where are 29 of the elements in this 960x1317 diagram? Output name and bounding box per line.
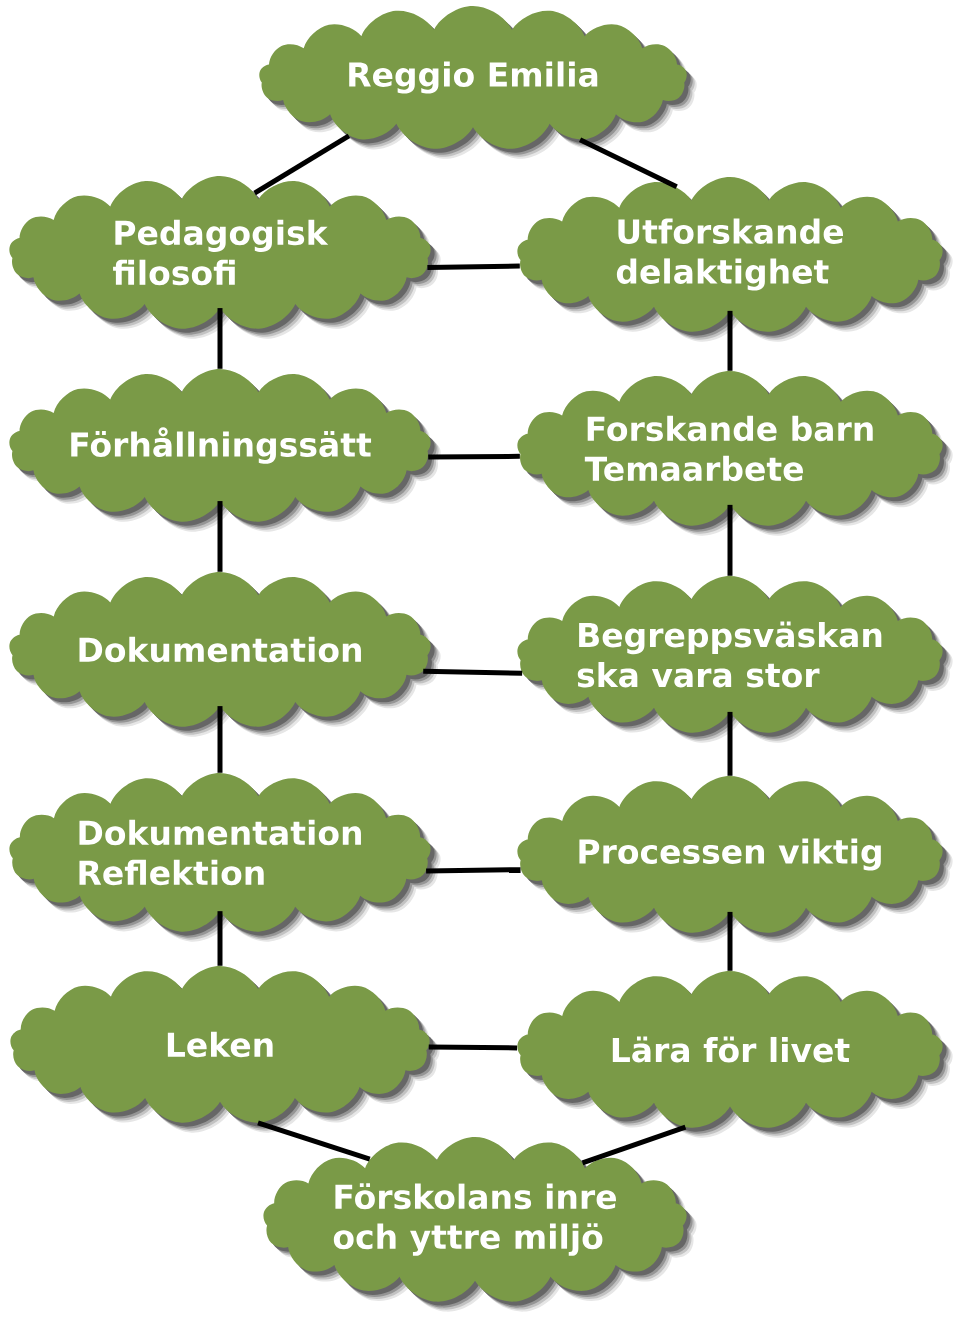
- connector-line: [428, 1044, 518, 1051]
- connector-line: [727, 711, 733, 776]
- connector-line: [428, 453, 520, 460]
- connector-line: [727, 310, 733, 371]
- connector-line: [581, 1124, 687, 1166]
- cloud: Pedagogisk filosofi: [9, 176, 441, 339]
- connector-line: [217, 308, 223, 369]
- connector-line: [727, 504, 733, 576]
- cloud: Processen viktig: [517, 776, 953, 943]
- connector-line: [727, 911, 733, 971]
- connector-line: [217, 706, 223, 773]
- cloud: Lära för livet: [517, 971, 953, 1138]
- cloud: Förskolans inre och yttre miljö: [263, 1137, 697, 1312]
- connector-line: [257, 1120, 371, 1162]
- cloud: Förhållningssätt: [9, 369, 441, 532]
- connector-line: [253, 133, 351, 196]
- cloud: Forskande barn Temaarbete: [517, 371, 953, 536]
- cloud: Dokumentation: [9, 572, 441, 737]
- connector-line: [427, 263, 520, 270]
- cloud: Begreppsväskan ska vara stor: [517, 576, 953, 743]
- connector-line: [217, 501, 223, 572]
- cloud: Dokumentation Reflektion: [9, 773, 441, 942]
- connector-line: [578, 137, 678, 189]
- connector-line: [426, 867, 521, 874]
- cloud: Reggio Emilia: [259, 6, 697, 159]
- cloud: Leken: [10, 966, 440, 1133]
- connector-line: [423, 668, 523, 676]
- connector-line: [217, 911, 223, 966]
- cloud: Utforskande delaktighet: [517, 177, 953, 342]
